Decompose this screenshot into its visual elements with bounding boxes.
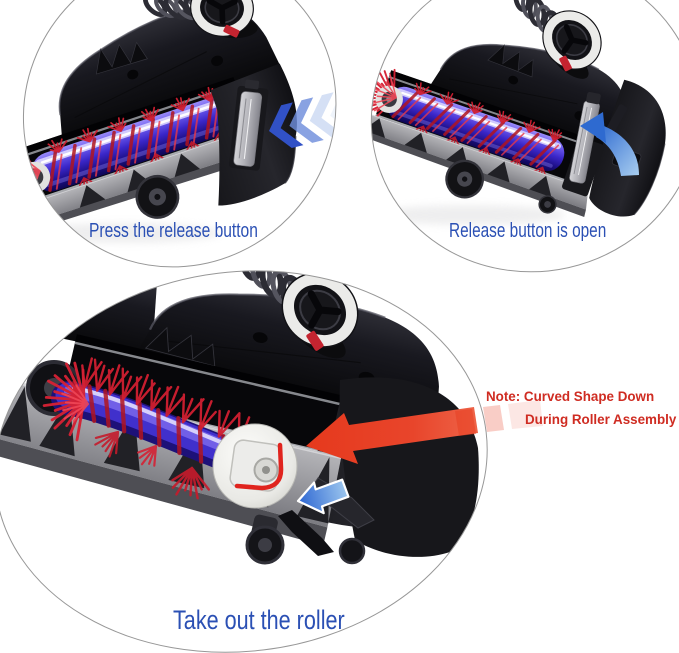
panel-2-photo	[341, 0, 679, 272]
red-arrow-fade-tail	[455, 400, 543, 436]
bottom-casters	[245, 514, 366, 565]
panel-2-border	[370, 0, 679, 273]
panel-2-shadow	[375, 205, 565, 225]
blue-arrow-icon	[296, 478, 350, 515]
panel-3-photo	[0, 234, 488, 653]
curved-arrow-icon	[580, 112, 639, 176]
caption-take-out-roller: Take out the roller	[173, 605, 345, 635]
note-line-1: Note: Curved Shape Down	[486, 389, 655, 404]
panel-1-border	[22, 0, 337, 268]
caption-press-release: Press the release button	[89, 219, 258, 242]
caption-release-open: Release button is open	[449, 219, 607, 242]
note-line-2: During Roller Assembly	[525, 411, 677, 427]
end-cap	[212, 423, 298, 509]
red-rotate-guide	[234, 442, 284, 491]
panel-3-border	[0, 270, 488, 653]
red-arrow-icon	[306, 407, 478, 464]
